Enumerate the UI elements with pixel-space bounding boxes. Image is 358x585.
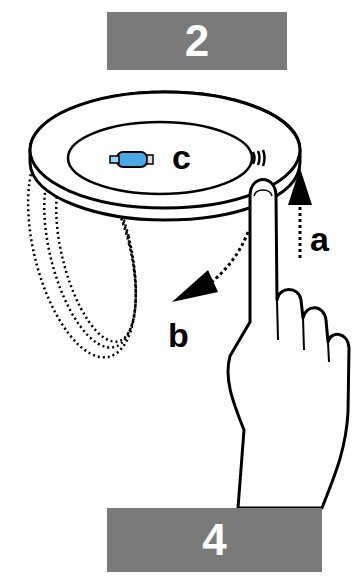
step-number: 4 [202, 518, 226, 562]
grip-ridges [253, 150, 265, 166]
arrow-a [288, 168, 312, 205]
callout-letter: c [172, 140, 191, 174]
step-band: 4 [107, 508, 322, 572]
battery-symbol [110, 152, 153, 167]
step-band: 2 [107, 12, 287, 70]
step-number: 2 [185, 19, 209, 63]
callout-letter: a [310, 222, 329, 256]
hand [228, 180, 349, 509]
callout-letter: b [168, 318, 189, 352]
arrow-b [172, 270, 218, 302]
